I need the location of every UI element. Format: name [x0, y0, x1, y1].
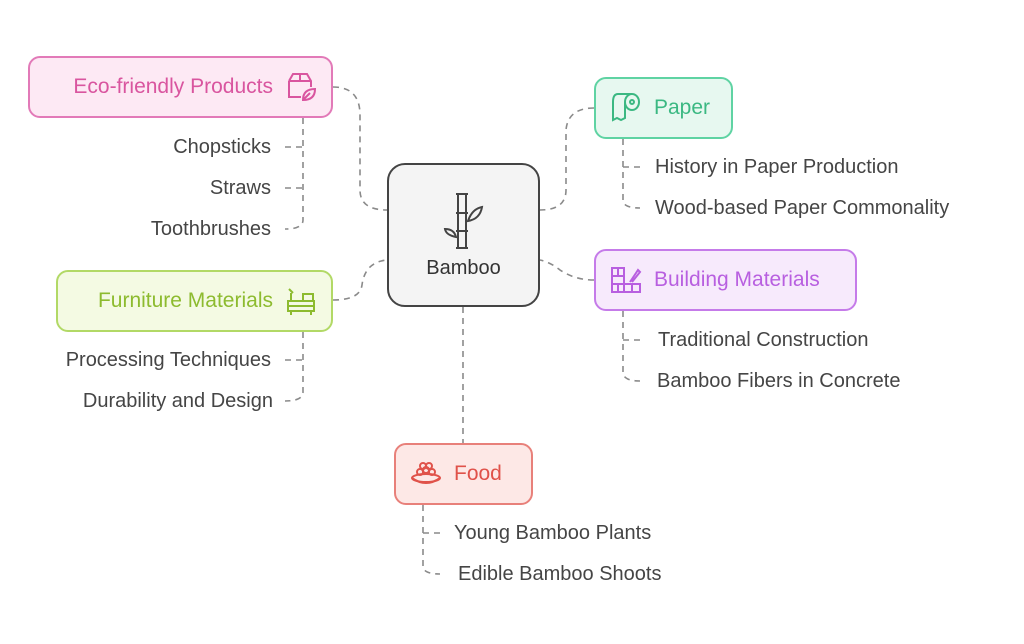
- connector-food-items: [422, 505, 441, 575]
- branch-building-materials[interactable]: Building Materials: [594, 249, 857, 311]
- central-label: Bamboo: [426, 256, 501, 279]
- connector-eco-items: [284, 118, 304, 230]
- leaf-bamboo-fibers-in-concrete: Bamboo Fibers in Concrete: [657, 370, 901, 392]
- bamboo-icon: [443, 192, 483, 249]
- connector-eco: [332, 86, 388, 211]
- leaf-durability-and-design: Durability and Design: [82, 390, 273, 412]
- connector-furniture: [332, 259, 388, 301]
- paper-roll-icon: [612, 93, 640, 122]
- leaf-edible-bamboo-shoots: Edible Bamboo Shoots: [458, 563, 662, 585]
- branch-food[interactable]: Food: [394, 443, 533, 505]
- branch-paper[interactable]: Paper: [594, 77, 733, 139]
- branch-label: Paper: [654, 96, 711, 119]
- connector-paper-items: [622, 139, 641, 209]
- leaf-chopsticks: Chopsticks: [173, 136, 271, 158]
- connector-building-items: [622, 311, 641, 382]
- branch-furniture-materials[interactable]: Furniture Materials: [56, 270, 333, 332]
- branch-label: Food: [454, 462, 502, 485]
- connector-furniture-items: [284, 332, 304, 402]
- connector-building: [539, 259, 595, 281]
- brick-wall-icon: [611, 267, 642, 293]
- eco-package-icon: [288, 73, 317, 102]
- leaf-processing-techniques: Processing Techniques: [65, 349, 271, 371]
- leaf-history-in-paper-production: History in Paper Production: [655, 156, 899, 178]
- leaf-wood-based-paper-commonality: Wood-based Paper Commonality: [655, 197, 950, 219]
- branch-label: Furniture Materials: [97, 289, 273, 312]
- connector-paper: [539, 107, 595, 211]
- branch-label: Eco-friendly Products: [73, 75, 273, 98]
- central-node-bamboo[interactable]: Bamboo: [387, 163, 540, 307]
- branch-label: Building Materials: [654, 268, 820, 291]
- leaf-young-bamboo-plants: Young Bamboo Plants: [454, 522, 652, 544]
- furniture-icon: [287, 288, 315, 315]
- food-bowl-icon: [411, 462, 441, 484]
- leaf-toothbrushes: Toothbrushes: [150, 218, 271, 240]
- leaf-straws: Straws: [209, 177, 271, 199]
- branch-eco-friendly-products[interactable]: Eco-friendly Products: [28, 56, 333, 118]
- leaf-traditional-construction: Traditional Construction: [658, 329, 869, 351]
